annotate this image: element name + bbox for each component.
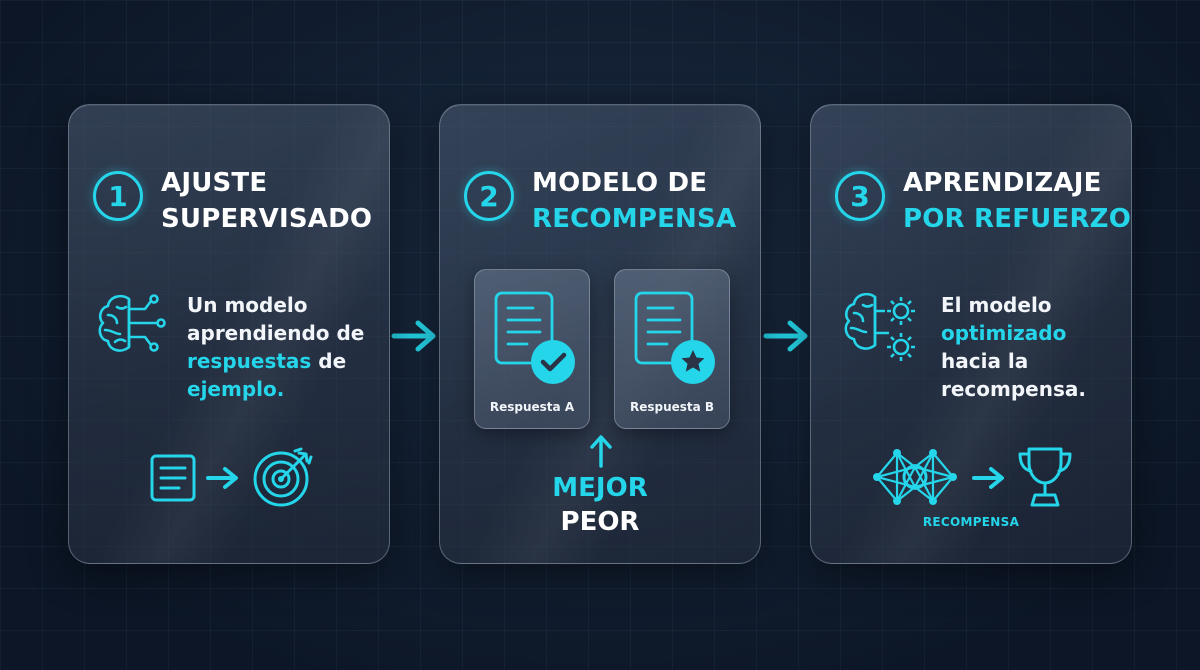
step-number: 2 xyxy=(464,171,514,221)
step-title-line2: POR REFUERZO xyxy=(903,204,1132,234)
step-title-line2: RECOMPENSA xyxy=(532,204,737,234)
step-title: AJUSTE SUPERVISADO xyxy=(161,165,372,237)
description-highlight: ejemplo. xyxy=(187,377,285,401)
step-card-reward-model: 2 MODELO DE RECOMPENSA Respuesta A xyxy=(439,104,761,564)
description-line: ejemplo. xyxy=(187,375,364,403)
document-icon xyxy=(149,453,197,503)
step-title-line1: APRENDIZAJE xyxy=(903,168,1102,198)
response-label: Respuesta B xyxy=(629,400,715,414)
trophy-icon xyxy=(1015,443,1075,511)
flow-arrow-2-to-3 xyxy=(762,316,812,360)
step-title-line2: SUPERVISADO xyxy=(161,204,373,234)
step-number: 3 xyxy=(835,171,885,221)
step-description: Un modelo aprendiendo de respuestas de e… xyxy=(187,291,364,403)
response-card-a: Respuesta A xyxy=(474,269,590,429)
step-title-line1: AJUSTE xyxy=(161,168,268,198)
response-card-b: Respuesta B xyxy=(614,269,730,429)
arrow-up-icon xyxy=(588,433,614,469)
document-check-icon xyxy=(493,290,577,390)
arrow-right-icon xyxy=(205,465,241,491)
flow-arrow-1-to-2 xyxy=(390,316,440,360)
arrow-right-icon xyxy=(971,465,1007,491)
description-text: de xyxy=(318,349,347,373)
worse-label: PEOR xyxy=(560,507,640,537)
description-line: hacia la xyxy=(941,349,1029,373)
description-line: El modelo xyxy=(941,293,1052,317)
step-number: 1 xyxy=(93,171,143,221)
brain-gears-icon xyxy=(841,291,925,371)
description-highlight: optimizado xyxy=(941,321,1067,345)
reward-caption: RECOMPENSA xyxy=(922,515,1020,529)
description-highlight: respuestas xyxy=(187,349,312,373)
description-line: respuestas de xyxy=(187,347,364,375)
step-title-line1: MODELO DE xyxy=(532,168,708,198)
step-title: MODELO DE RECOMPENSA xyxy=(532,165,736,237)
description-line: Un modelo xyxy=(187,293,308,317)
better-label: MEJOR xyxy=(552,473,648,503)
response-label: Respuesta A xyxy=(489,400,575,414)
arrow-right-icon xyxy=(763,320,808,352)
brain-circuit-icon xyxy=(93,289,173,359)
step-description: El modelo optimizado hacia la recompensa… xyxy=(941,291,1086,403)
target-icon xyxy=(251,445,315,509)
document-star-icon xyxy=(633,290,717,390)
description-line: recompensa. xyxy=(941,377,1086,401)
step-title: APRENDIZAJE POR REFUERZO xyxy=(903,165,1131,237)
step-card-reinforcement: 3 APRENDIZAJE POR REFUERZO El modelo op xyxy=(810,104,1132,564)
feedback-labels: MEJOR PEOR xyxy=(440,471,760,539)
neural-network-icon xyxy=(867,443,963,511)
arrow-right-icon xyxy=(391,320,436,352)
step-card-supervised: 1 AJUSTE SUPERVISADO Un modelo apre xyxy=(68,104,390,564)
description-line: aprendiendo de xyxy=(187,321,365,345)
